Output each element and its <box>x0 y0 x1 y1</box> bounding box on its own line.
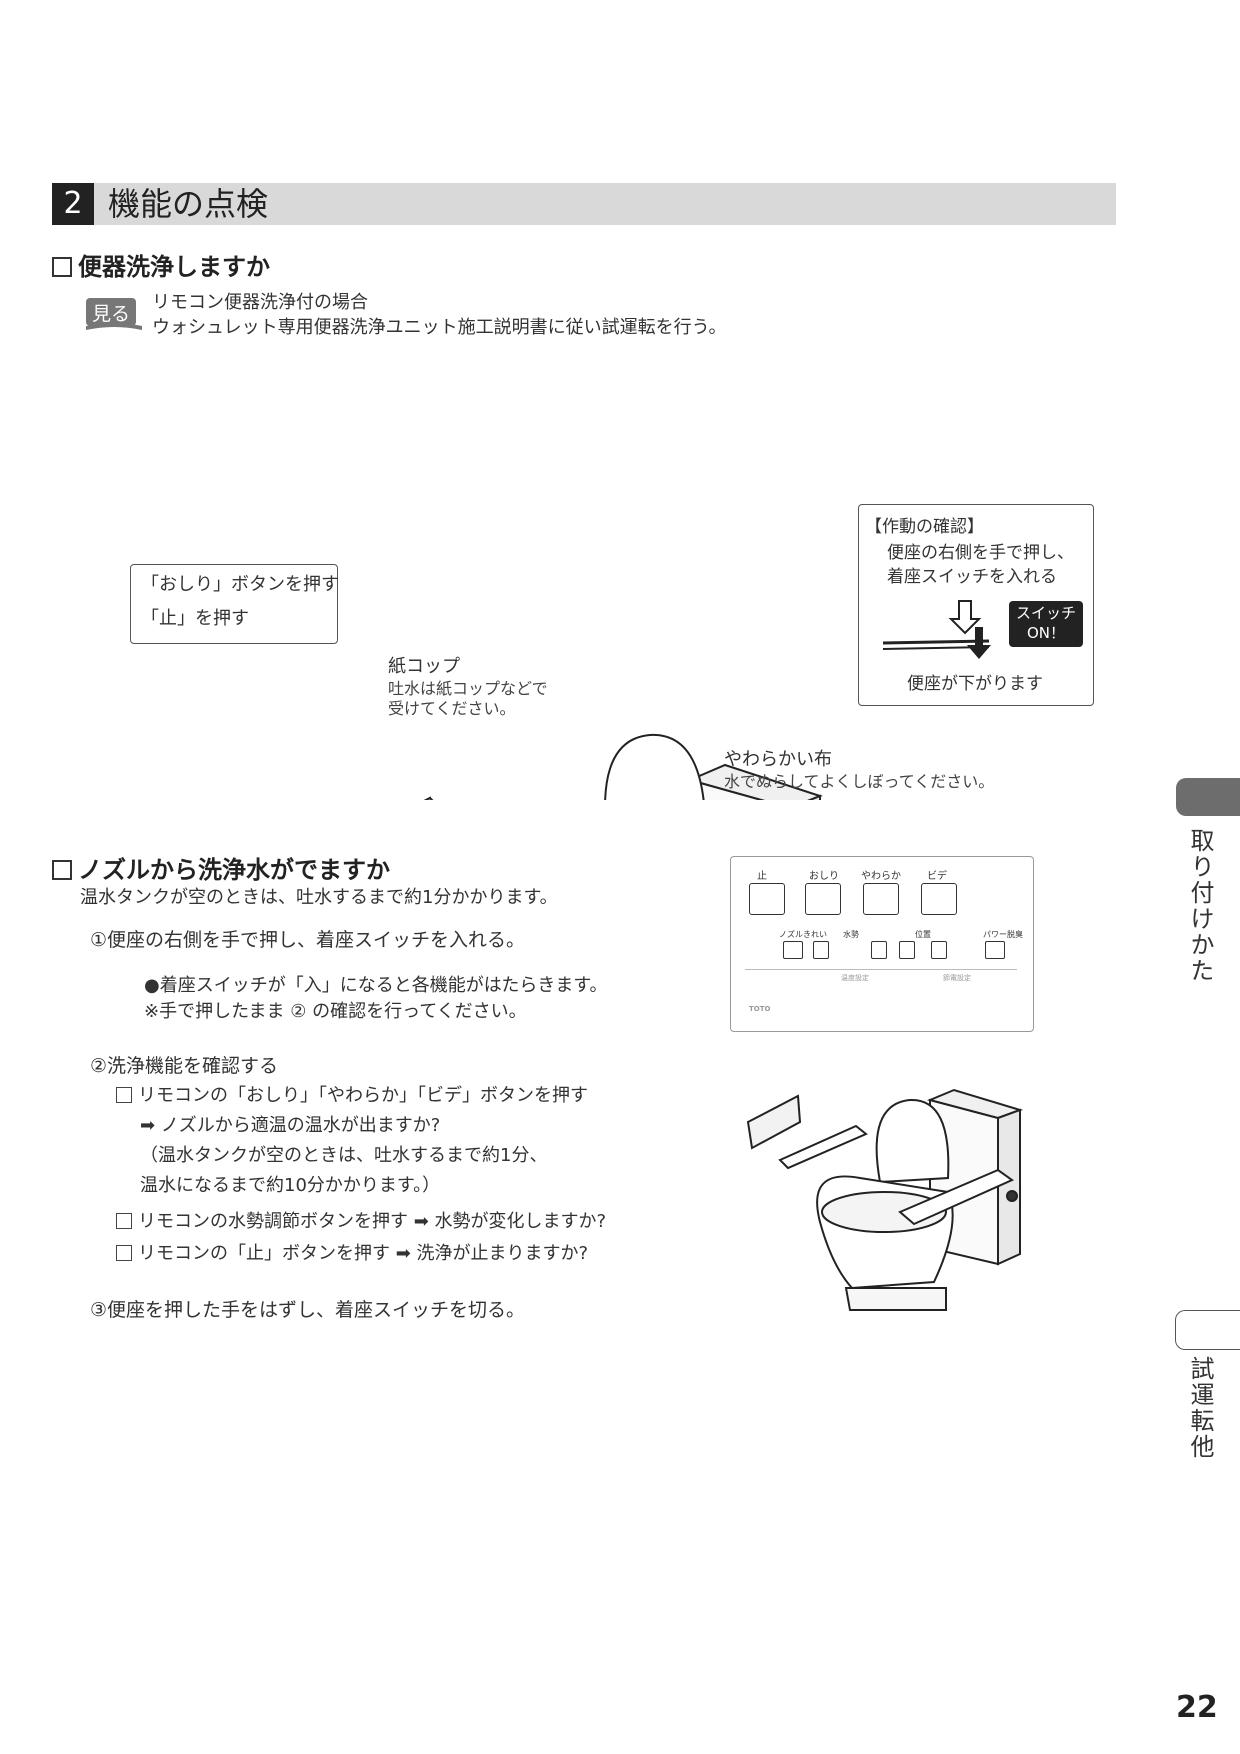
nozzle-clean-button[interactable] <box>783 941 803 959</box>
see-note: リモコン便器洗浄付の場合 ウォシュレット専用便器洗浄ユニット施工説明書に従い試運… <box>152 292 727 338</box>
position-up-button[interactable] <box>899 941 915 959</box>
yawaraka-button[interactable] <box>863 883 899 915</box>
panel-divider <box>745 969 1017 970</box>
page-number: 22 <box>1176 1690 1218 1725</box>
position-down-button[interactable] <box>931 941 947 959</box>
step-1: ①便座の右側を手で押し、着座スイッチを入れる。 <box>90 929 526 951</box>
check1-heading: 便器洗浄しますか <box>52 247 270 282</box>
switch-on-badge: スイッチ ON！ <box>1009 601 1083 647</box>
side-tab-installation-label: 取り付けかた <box>1186 828 1214 984</box>
check2-intro: 温水タンクが空のときは、吐水するまで約1分かかります。 <box>80 887 558 908</box>
side-tab-installation-marker <box>1176 778 1240 816</box>
step-2: ②洗浄機能を確認する <box>90 1055 279 1077</box>
side-tab-trial-label: 試運転他 <box>1186 1356 1214 1460</box>
book-icon <box>86 298 142 330</box>
stop-button[interactable] <box>749 883 785 915</box>
confirm-callout: 【作動の確認】 便座の右側を手で押し、 着座スイッチを入れる スイッチ ON！ … <box>858 504 1094 706</box>
step-1-note: ※手で押したまま ② の確認を行ってください。 <box>144 1001 527 1022</box>
section-title: 機能の点検 <box>108 185 269 223</box>
toilet-illustration-2 <box>746 1088 1024 1311</box>
callout-remote: 「おしり」ボタンを押す 「止」を押す <box>130 564 339 644</box>
remote-panel: 止 おしり やわらか ビデ ノズルきれい 水勢 位置 パワー脱臭 温度設定 節電… <box>730 856 1034 1032</box>
checkbox-icon <box>116 1087 132 1103</box>
check2-heading: ノズルから洗浄水がでますか <box>52 850 390 885</box>
oshiri-button[interactable] <box>805 883 841 915</box>
water-pressure-plus-button[interactable] <box>871 941 887 959</box>
checkbox-icon <box>116 1245 132 1261</box>
step-3: ③便座を押した手をはずし、着座スイッチを切る。 <box>90 1299 526 1321</box>
step-2-item-1-result: ➡ ノズルから適温の温水が出ますか? <box>140 1115 441 1136</box>
step-2-item-2: リモコンの水勢調節ボタンを押す ➡ 水勢が変化しますか? <box>116 1208 606 1236</box>
water-pressure-minus-button[interactable] <box>813 941 829 959</box>
step-2-item-1-paren1: （温水タンクが空のときは、吐水するまで約1分、 <box>140 1145 548 1166</box>
section-header-bar <box>52 183 1116 225</box>
step-2-item-1: リモコンの「おしり」「やわらか」「ビデ」ボタンを押す <box>116 1082 588 1110</box>
checkbox-icon <box>52 860 72 880</box>
checkbox-icon <box>116 1213 132 1229</box>
bidet-button[interactable] <box>921 883 957 915</box>
side-tab-trial-marker <box>1175 1310 1240 1350</box>
step-2-item-3: リモコンの「止」ボタンを押す ➡ 洗浄が止まりますか? <box>116 1240 588 1268</box>
cloth-label: やわらかい布 水でぬらしてよくしぼってください。 <box>724 749 995 791</box>
step-1-bullet: ●着座スイッチが「入」になると各機能がはたらきます。 <box>144 975 608 996</box>
checkbox-icon <box>52 257 72 277</box>
paper-cup-label: 紙コップ 吐水は紙コップなどで 受けてください。 <box>388 656 548 718</box>
step-2-item-1-paren2: 温水になるまで約10分かかります。） <box>140 1175 441 1196</box>
toilet-illustration-1 <box>423 733 823 800</box>
seat-down-arrow-icon <box>882 600 991 659</box>
section-number: 2 <box>52 183 94 225</box>
see-badge: 見る <box>84 296 144 332</box>
power-deodorize-button[interactable] <box>985 941 1005 959</box>
